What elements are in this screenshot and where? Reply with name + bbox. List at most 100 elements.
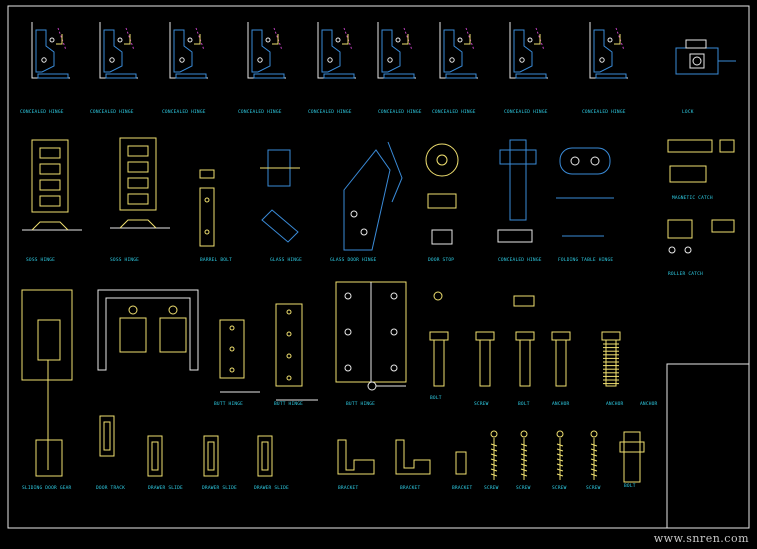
bracket-profile <box>455 451 467 475</box>
door-stop-base <box>427 193 457 209</box>
part-label: SOSS HINGE <box>110 258 140 263</box>
screw-thread <box>590 453 598 457</box>
folding-table-hinge-drawing <box>556 147 614 237</box>
barrel-bolt-hole <box>204 197 210 203</box>
track-roller-block <box>159 317 187 353</box>
hinge-screw <box>265 37 271 43</box>
butt-hinge-screw-hole <box>390 364 398 372</box>
lock-cylinder <box>689 53 705 69</box>
soss-hinge-link <box>127 161 149 173</box>
fastener-drawing <box>551 331 571 387</box>
roller-catch-body <box>667 219 693 239</box>
glass-door-hinge-screw <box>360 228 368 236</box>
part-label: GLASS HINGE <box>270 258 303 263</box>
cross-hinge-plate <box>499 149 537 165</box>
screw-head <box>556 430 564 438</box>
glass-hinge-drawing <box>260 149 300 243</box>
soss-hinge-drawing <box>110 137 170 229</box>
cross-hinge-drawing <box>497 139 537 243</box>
drawer-slide-inner <box>103 421 111 451</box>
part-label: SCREW <box>586 486 601 491</box>
hinge-detail <box>342 34 349 45</box>
hinge-screw <box>179 57 185 63</box>
hinge-plate <box>253 73 285 79</box>
soss-hinge-body <box>119 137 157 211</box>
screw-thread <box>520 458 528 462</box>
glass-door-hinge-drawing <box>343 141 403 251</box>
part-label: BUTT HINGE <box>214 402 244 407</box>
drawer-slide-profile <box>257 435 273 477</box>
part-label: BARREL BOLT <box>200 258 233 263</box>
track-roller-drawing <box>97 289 199 371</box>
folding-hinge-hole <box>590 156 600 166</box>
screw-thread <box>520 453 528 457</box>
butt-hinge-screw-hole <box>344 328 352 336</box>
magnetic-catch-plate <box>719 139 735 153</box>
hinge-screw <box>519 57 525 63</box>
screw-thread <box>556 458 564 462</box>
part-label: BOLT <box>518 402 530 407</box>
concealed-hinge-drawing <box>247 22 286 79</box>
hinge-detail <box>402 34 409 45</box>
soss-hinge-section <box>119 219 157 229</box>
fastener-head <box>515 331 535 341</box>
folding-hinge-plate <box>559 147 611 175</box>
screw-thread <box>590 463 598 467</box>
hinge-screw <box>187 37 193 43</box>
concealed-hinge-row <box>31 22 736 79</box>
sliding-door-gear-drawing <box>21 289 73 477</box>
butt-hinge-screw-hole <box>390 292 398 300</box>
drawer-slide-inner <box>207 441 215 471</box>
soss-hinge-link <box>39 147 61 159</box>
track-roller-wheel <box>168 305 178 315</box>
screw-drawing <box>590 430 598 480</box>
screw-drawing <box>556 430 564 480</box>
part-label: ANCHOR <box>552 402 570 407</box>
barrel-bolt-cap <box>199 169 215 179</box>
screw-thread <box>490 463 498 467</box>
hinge-screw <box>449 57 455 63</box>
part-label: CONCEALED HINGE <box>162 110 206 115</box>
screw-thread <box>490 473 498 477</box>
hinge-screw <box>41 57 47 63</box>
screw-thread <box>556 468 564 472</box>
drawing-frame <box>7 5 750 529</box>
roller-catch-roller <box>668 246 676 254</box>
fastener-head <box>551 331 571 341</box>
drawer-slide-profile <box>203 435 219 477</box>
concealed-hinge-drawing <box>169 22 208 79</box>
hinge-detail <box>534 34 541 45</box>
part-label: CONCEALED HINGE <box>582 110 626 115</box>
fastener-head <box>601 331 621 341</box>
drawer-slide-drawing <box>99 415 115 457</box>
part-label: BOLT <box>624 484 636 489</box>
part-label: CONCEALED HINGE <box>504 110 548 115</box>
hinge-plate <box>175 73 207 79</box>
hinge-screw <box>49 37 55 43</box>
lock-keyhole <box>692 56 702 66</box>
sliding-gear-frame <box>21 289 73 381</box>
hinge-screw <box>457 37 463 43</box>
bolt-nut <box>619 441 645 453</box>
screw-thread <box>490 443 498 447</box>
screw-thread <box>590 468 598 472</box>
hinge-screw <box>335 37 341 43</box>
washer <box>433 291 443 301</box>
hinge-detail <box>464 34 471 45</box>
roller-catch-roller <box>684 246 692 254</box>
soss-hinge-link <box>39 195 61 207</box>
glass-door-hinge-screw <box>350 210 358 218</box>
fastener-drawing <box>475 331 495 387</box>
concealed-hinge-drawing <box>439 22 478 79</box>
screw-drawing <box>520 430 528 480</box>
concealed-hinge-drawing <box>31 22 70 79</box>
part-label: BOLT <box>430 396 442 401</box>
part-label: LOCK <box>682 110 694 115</box>
hinge-detail <box>56 34 63 45</box>
part-label: ROLLER CATCH <box>668 272 703 277</box>
screw-thread <box>590 443 598 447</box>
butt-hinge-pin-ring <box>367 381 377 391</box>
glass-door-hinge-body <box>343 149 391 251</box>
screw-drawing <box>490 430 498 480</box>
